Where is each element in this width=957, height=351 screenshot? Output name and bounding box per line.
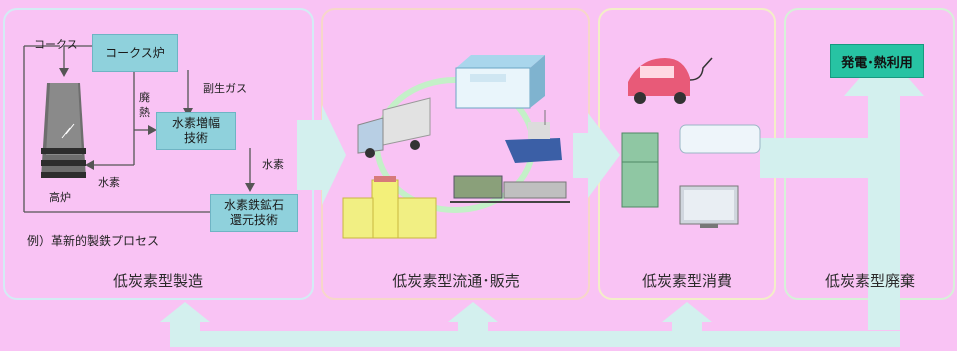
stage-label-disposal: 低炭素型廃棄 xyxy=(824,272,916,290)
stage-label-consumption: 低炭素型消費 xyxy=(641,272,733,290)
byproduct-gas-label: 副生ガス xyxy=(203,82,247,95)
flow-arrow-2 xyxy=(573,113,620,198)
flow-arrow-1 xyxy=(297,105,346,205)
stage-label-manufacturing: 低炭素型製造 xyxy=(112,272,204,290)
up-arrow-2 xyxy=(448,302,498,338)
consumption-illustration xyxy=(621,57,761,228)
flow-arrow-3 xyxy=(760,50,924,330)
bottom-feedback-bar xyxy=(170,331,900,347)
iron-ore-reduction-box: 水素鉄鉱石 還元技術 xyxy=(210,194,298,232)
up-arrow-3 xyxy=(662,302,712,338)
up-arrow-1 xyxy=(160,302,210,338)
waste-heat-label: 廃熱 xyxy=(139,91,150,119)
distribution-illustration xyxy=(342,55,570,239)
hydrogen-left-label: 水素 xyxy=(98,176,120,189)
coke-label: コークス xyxy=(34,38,78,51)
stage-label-distribution: 低炭素型流通･販売 xyxy=(392,272,520,290)
blast-furnace-label: 高炉 xyxy=(49,191,71,204)
blast-furnace-icon xyxy=(41,83,86,178)
hydrogen-amplification-box: 水素増幅 技術 xyxy=(156,112,236,150)
hydrogen-right-label: 水素 xyxy=(262,158,284,171)
coke-oven-box: コークス炉 xyxy=(92,34,178,72)
power-heat-utilization-box: 発電･熱利用 xyxy=(830,44,924,78)
example-caption: 例）革新的製鉄プロセス xyxy=(27,234,160,248)
